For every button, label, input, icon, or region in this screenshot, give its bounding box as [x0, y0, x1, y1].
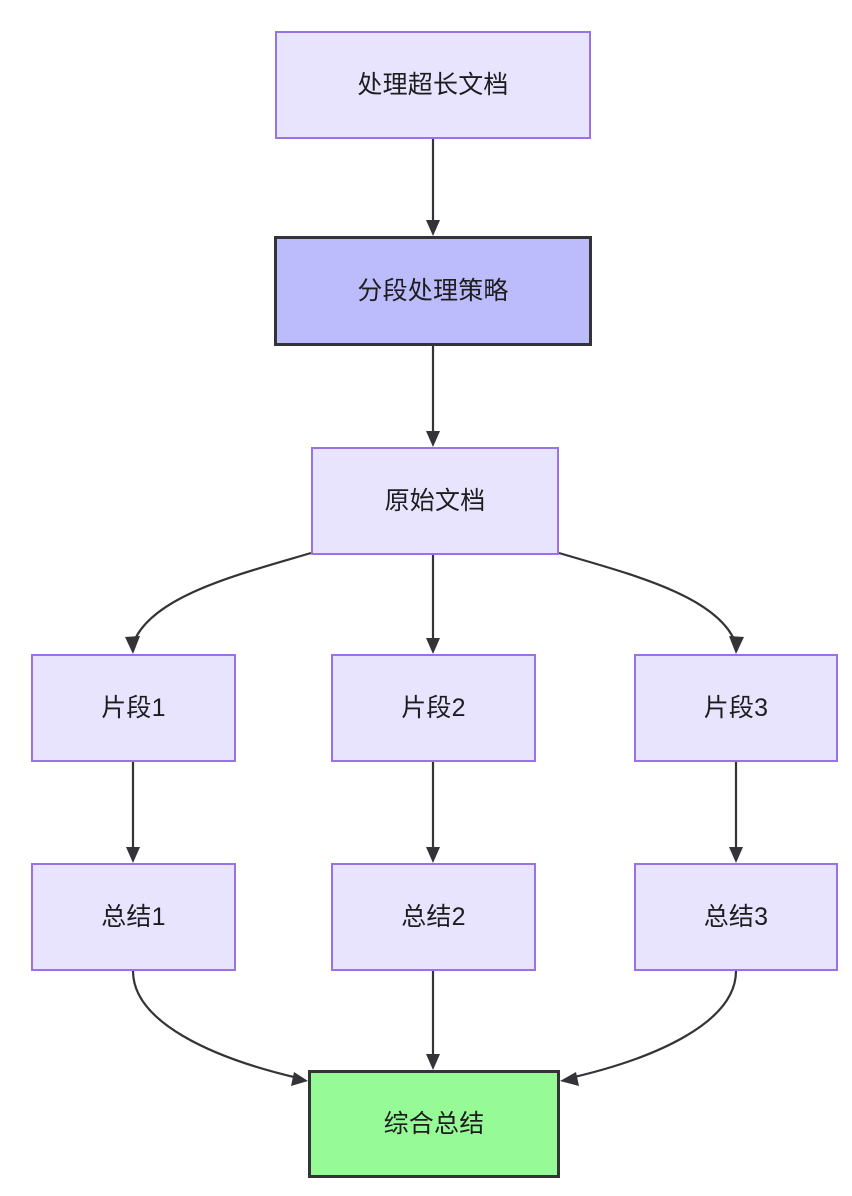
edge-n4-n7: [126, 762, 140, 863]
edge-n9-n10: [560, 970, 738, 1086]
node-summary-3[interactable]: 总结3: [634, 863, 838, 971]
node-chunking-strategy[interactable]: 分段处理策略: [274, 236, 592, 346]
edge-n3-n4: [125, 551, 312, 654]
node-label: 综合总结: [383, 1110, 485, 1138]
edge-n2-n3: [426, 346, 440, 447]
edge-n3-n5: [426, 555, 440, 654]
node-label: 分段处理策略: [357, 277, 509, 305]
node-label: 处理超长文档: [357, 71, 509, 99]
node-label: 总结3: [703, 903, 769, 931]
node-label: 片段1: [101, 694, 166, 722]
node-final-summary[interactable]: 综合总结: [308, 1070, 560, 1178]
node-fragment-3[interactable]: 片段3: [634, 654, 838, 762]
node-label: 总结1: [101, 903, 166, 931]
edge-n6-n9: [729, 762, 743, 863]
edge-n3-n6: [558, 551, 744, 654]
node-label: 总结2: [401, 903, 466, 931]
node-label: 片段2: [401, 694, 466, 722]
node-label: 原始文档: [384, 487, 486, 515]
edge-n8-n10: [426, 971, 440, 1070]
node-summary-2[interactable]: 总结2: [331, 863, 536, 971]
edge-n1-n2: [426, 139, 440, 236]
node-label: 片段3: [703, 694, 769, 722]
node-summary-1[interactable]: 总结1: [31, 863, 236, 971]
node-fragment-1[interactable]: 片段1: [31, 654, 236, 762]
node-fragment-2[interactable]: 片段2: [331, 654, 536, 762]
node-process-long-document[interactable]: 处理超长文档: [275, 31, 591, 139]
edge-n7-n10: [131, 970, 308, 1086]
node-original-document[interactable]: 原始文档: [311, 447, 559, 555]
edge-n5-n8: [426, 762, 440, 863]
